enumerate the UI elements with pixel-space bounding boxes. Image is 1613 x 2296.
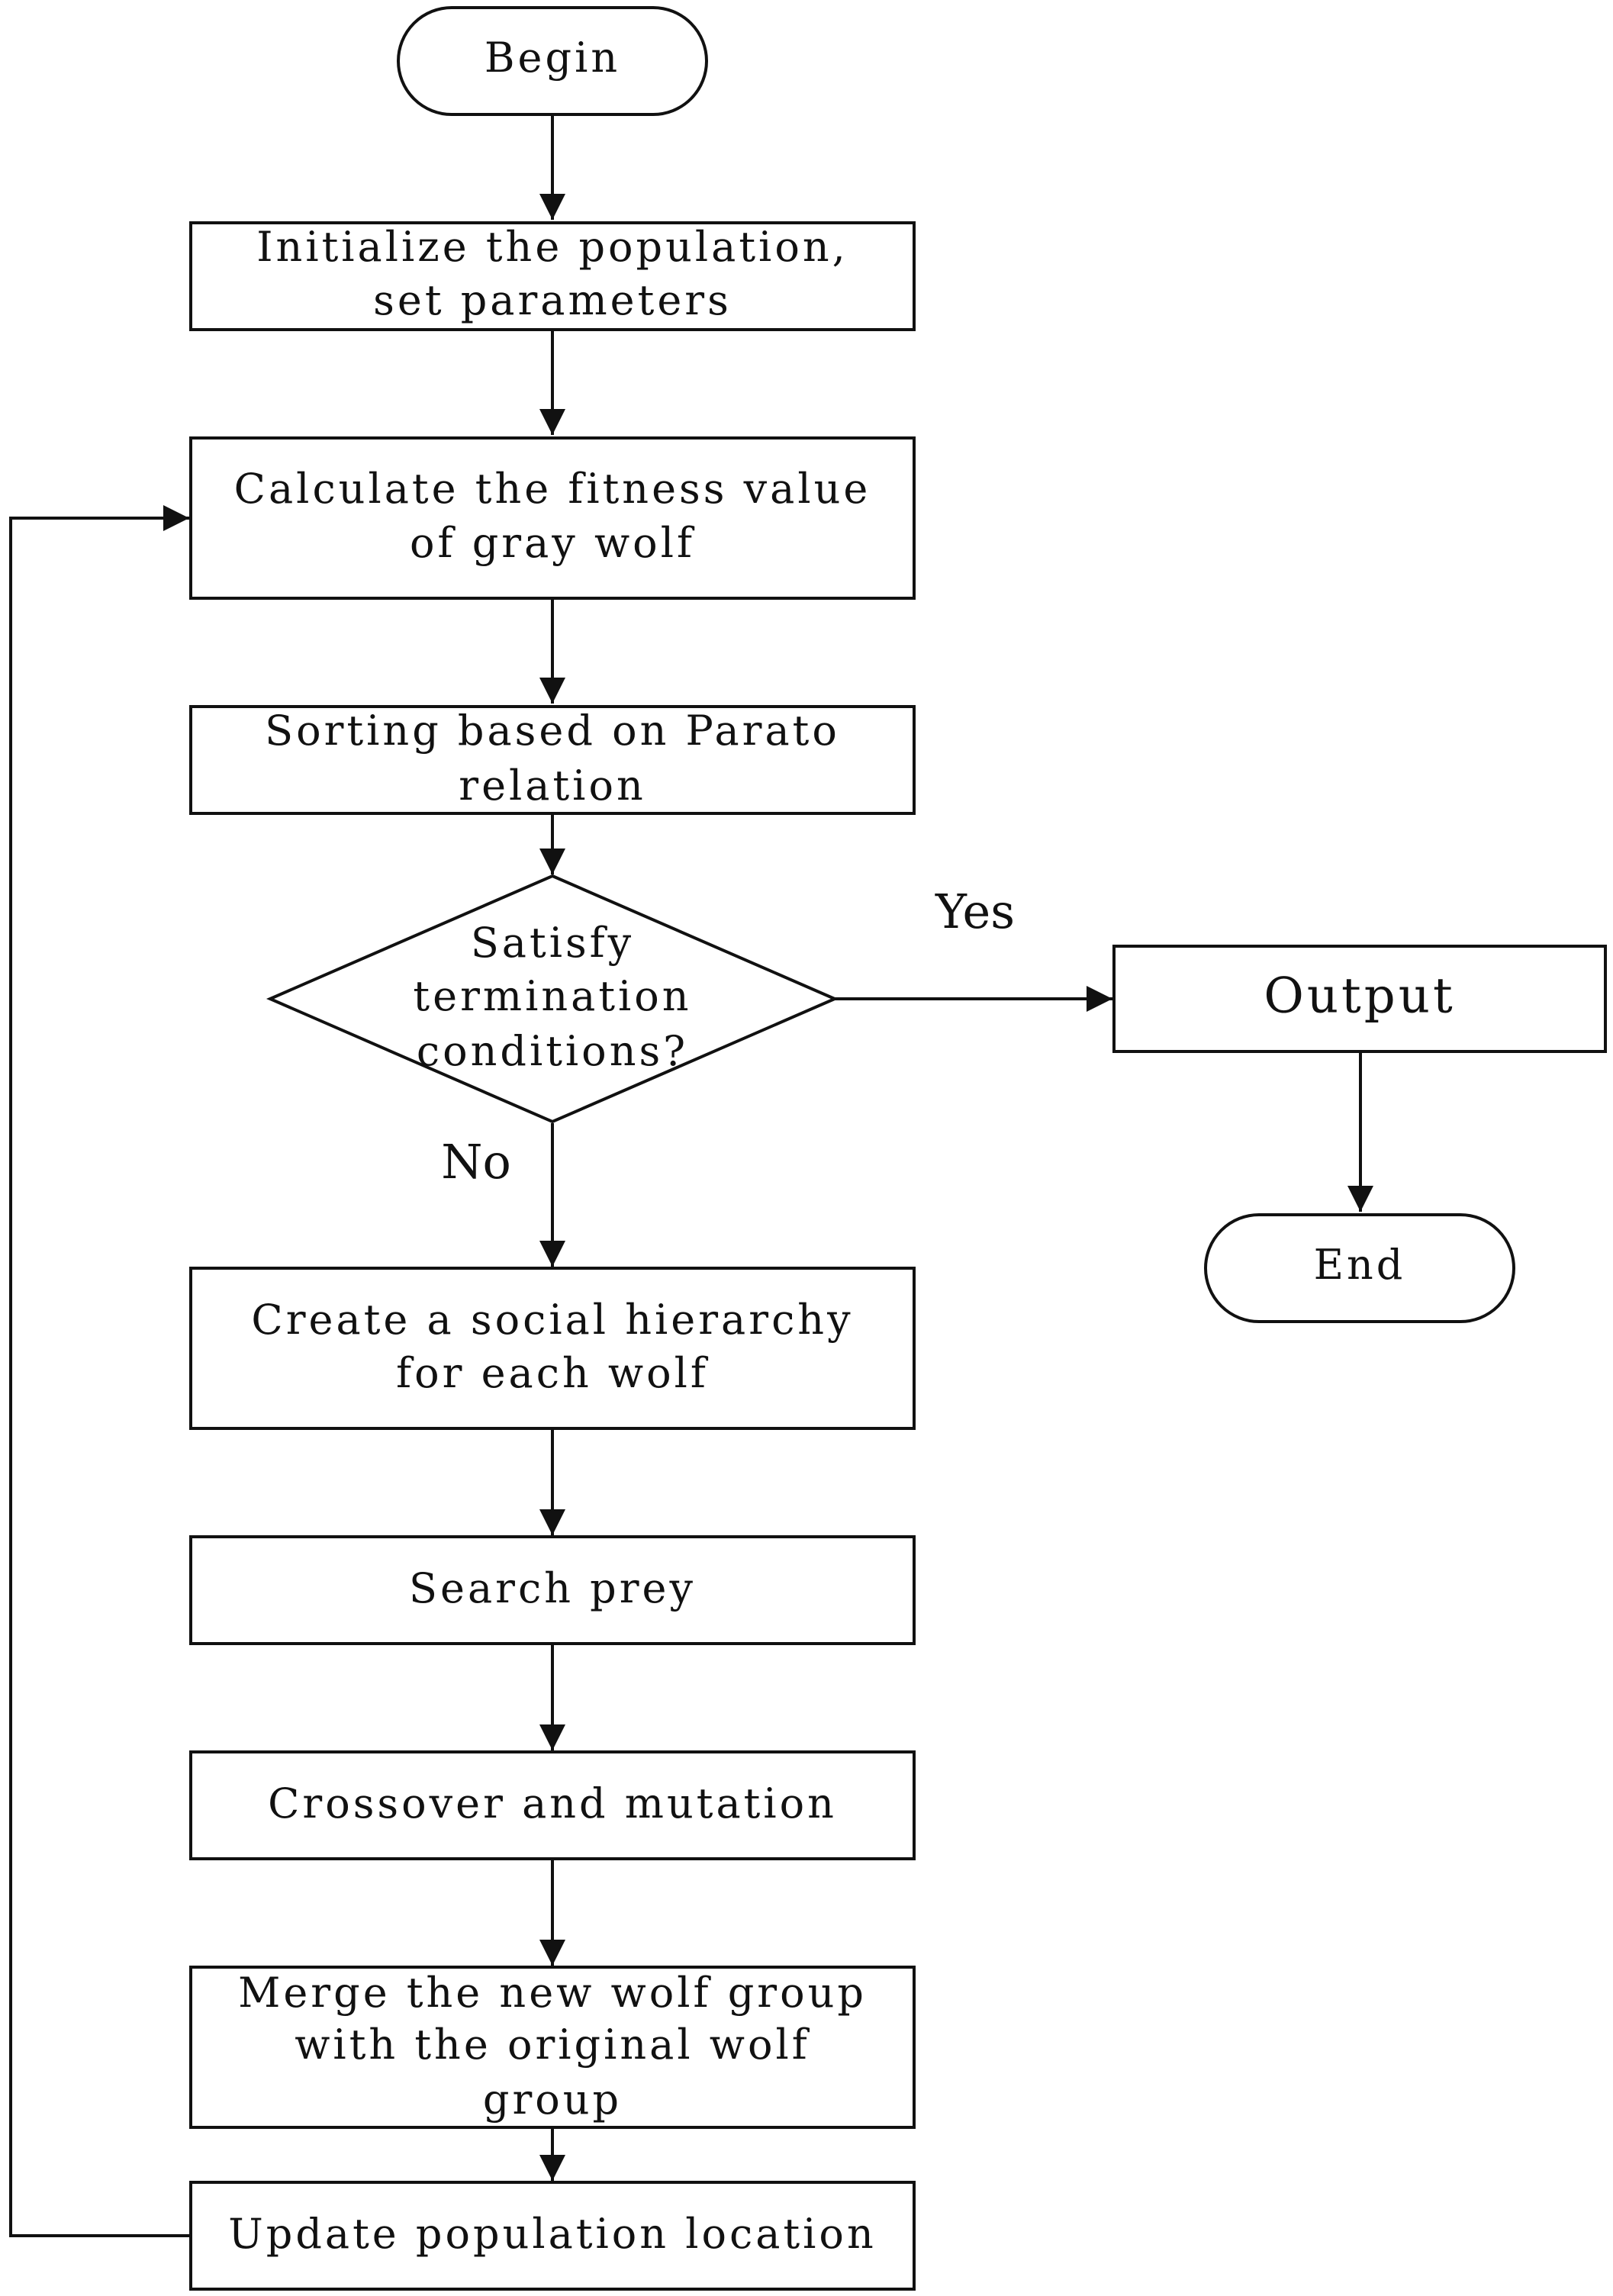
merge-label-line-3: group bbox=[483, 2075, 622, 2124]
update-step: Update population location bbox=[189, 2181, 916, 2291]
initialize-label-line-1: Initialize the population, bbox=[256, 223, 848, 271]
end-terminator: End bbox=[1204, 1213, 1515, 1323]
no-label: No bbox=[441, 1134, 511, 1190]
decision-label-line-2: termination bbox=[413, 972, 691, 1020]
hierarchy-label-line-1: Create a social hierarchy bbox=[251, 1296, 853, 1344]
begin-label: Begin bbox=[485, 34, 620, 82]
crossover-label: Crossover and mutation bbox=[268, 1779, 837, 1827]
crossover-step: Crossover and mutation bbox=[189, 1750, 916, 1860]
begin-terminator: Begin bbox=[397, 6, 708, 116]
output-label: Output bbox=[1264, 968, 1455, 1025]
termination-decision: Satisfy termination conditions? bbox=[266, 874, 839, 1124]
yes-label: Yes bbox=[935, 884, 1015, 939]
output-step: Output bbox=[1112, 945, 1607, 1053]
search-label: Search prey bbox=[409, 1564, 696, 1612]
merge-label-line-1: Merge the new wolf group bbox=[238, 1969, 867, 2017]
hierarchy-label-line-2: for each wolf bbox=[396, 1349, 709, 1397]
hierarchy-step: Create a social hierarchy for each wolf bbox=[189, 1267, 916, 1430]
connectors bbox=[9, 114, 1373, 2237]
fitness-label-line-1: Calculate the fitness value bbox=[234, 465, 871, 513]
edge-update-loop-to-fitness bbox=[9, 505, 191, 2237]
initialize-step: Initialize the population, set parameter… bbox=[189, 221, 916, 331]
sorting-label-line-2: relation bbox=[459, 762, 646, 810]
sorting-label-line-1: Sorting based on Parato bbox=[265, 707, 840, 755]
sorting-step: Sorting based on Parato relation bbox=[189, 705, 916, 815]
search-step: Search prey bbox=[189, 1535, 916, 1645]
fitness-step: Calculate the fitness value of gray wolf bbox=[189, 436, 916, 600]
end-label: End bbox=[1314, 1241, 1406, 1289]
initialize-label-line-2: set parameters bbox=[373, 276, 732, 324]
merge-label-line-2: with the original wolf bbox=[295, 2021, 810, 2069]
decision-label-line-1: Satisfy bbox=[471, 919, 634, 967]
decision-label-line-3: conditions? bbox=[417, 1027, 688, 1075]
merge-step: Merge the new wolf group with the origin… bbox=[189, 1966, 916, 2129]
fitness-label-line-2: of gray wolf bbox=[410, 519, 695, 567]
update-label: Update population location bbox=[228, 2210, 876, 2258]
